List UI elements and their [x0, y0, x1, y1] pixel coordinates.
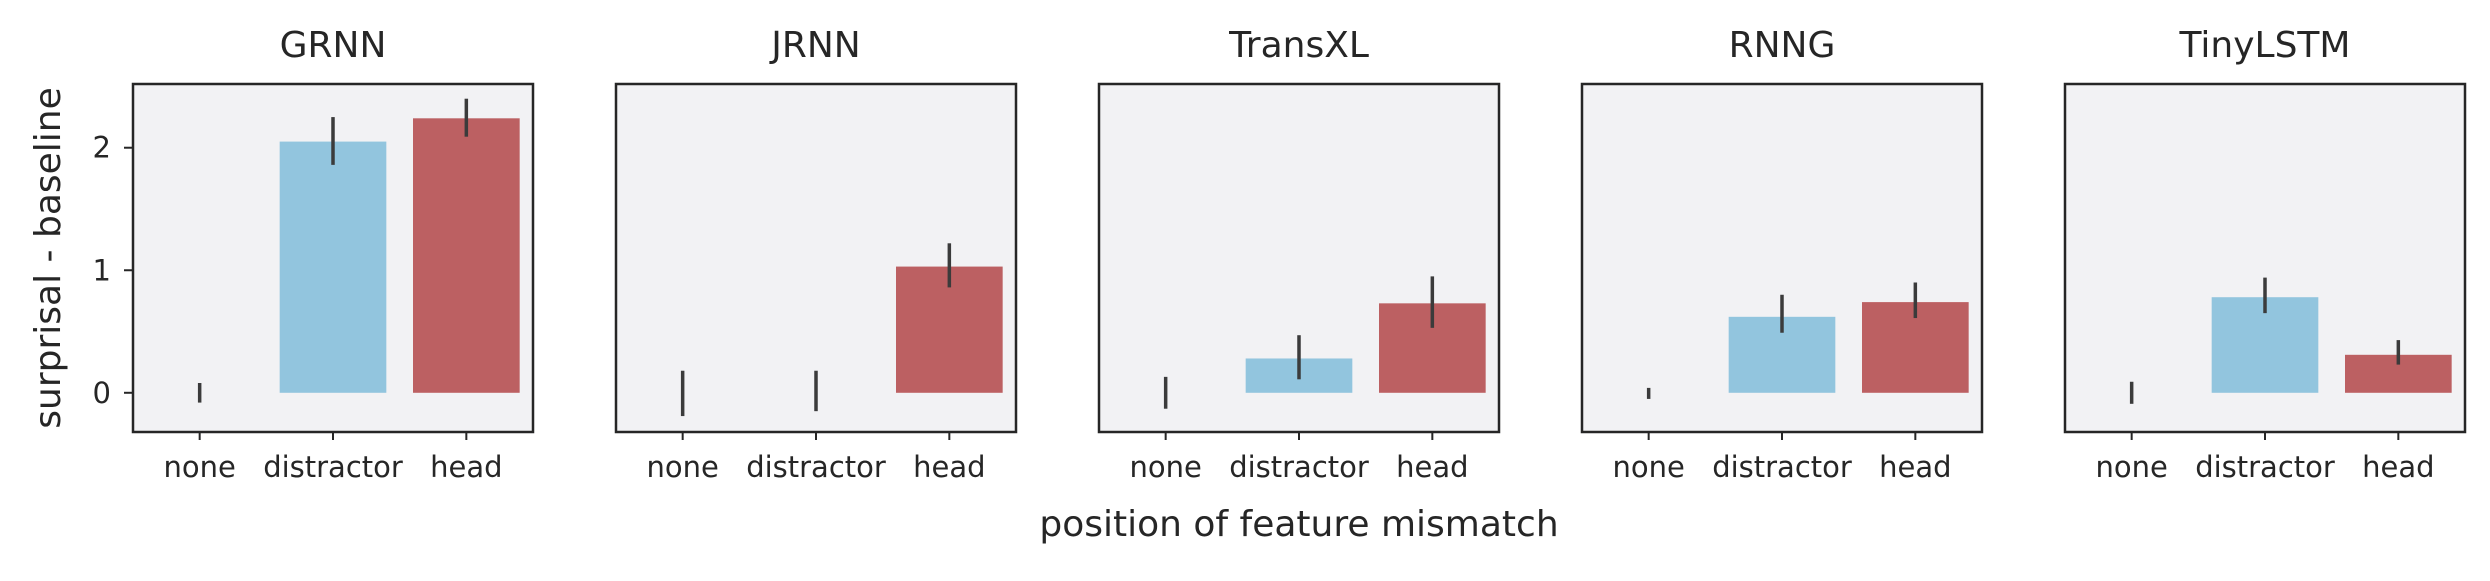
panel-frame-grnn [131, 82, 535, 434]
y-axis-label: surprisal - baseline [28, 87, 69, 429]
y-tick-label-0: 0 [93, 376, 111, 410]
panel-frame-tinylstm [2063, 82, 2467, 434]
bar-jrnn-head [896, 266, 1003, 393]
y-tick-label-1: 1 [93, 253, 111, 287]
panel-title-grnn: GRNN [280, 25, 387, 66]
x-tick-label-transxl-none: none [1129, 450, 1201, 484]
x-tick-label-tinylstm-none: none [2095, 450, 2167, 484]
x-tick-label-rnng-distractor: distractor [1712, 450, 1852, 484]
x-tick-label-jrnn-distractor: distractor [746, 450, 886, 484]
x-tick-label-transxl-head: head [1396, 450, 1468, 484]
y-tick-label-2: 2 [93, 131, 111, 165]
x-tick-label-rnng-none: none [1612, 450, 1684, 484]
panel-frame-rnng [1580, 82, 1984, 434]
x-tick-label-rnng-head: head [1879, 450, 1951, 484]
panel-title-rnng: RNNG [1729, 25, 1836, 66]
x-tick-label-jrnn-none: none [646, 450, 718, 484]
x-axis-label: position of feature mismatch [1039, 504, 1558, 545]
x-tick-label-jrnn-head: head [913, 450, 985, 484]
bar-grnn-head [413, 118, 520, 393]
x-tick-label-grnn-head: head [430, 450, 502, 484]
x-tick-label-transxl-distractor: distractor [1229, 450, 1369, 484]
panel-title-transxl: TransXL [1228, 25, 1369, 66]
panel-frame-transxl [1097, 82, 1501, 434]
x-tick-label-grnn-none: none [163, 450, 235, 484]
x-tick-label-grnn-distractor: distractor [263, 450, 403, 484]
x-tick-label-tinylstm-head: head [2362, 450, 2434, 484]
panel-title-jrnn: JRNN [769, 25, 861, 66]
x-tick-label-tinylstm-distractor: distractor [2195, 450, 2335, 484]
panel-title-tinylstm: TinyLSTM [2179, 25, 2351, 66]
bar-grnn-distractor [279, 141, 387, 393]
panel-frame-jrnn [614, 82, 1018, 434]
